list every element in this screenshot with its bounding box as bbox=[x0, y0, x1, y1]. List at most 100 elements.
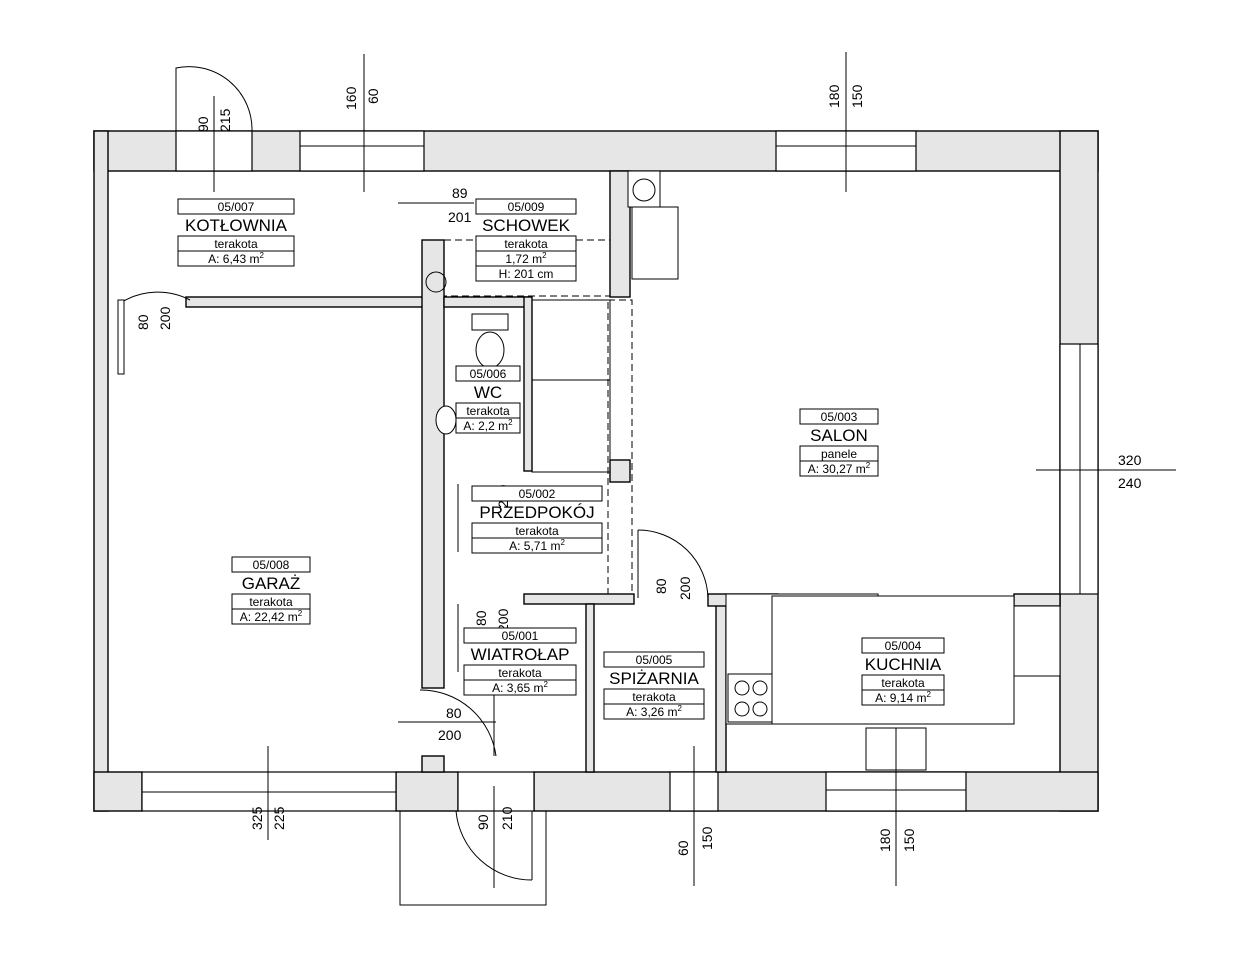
boiler bbox=[631, 206, 679, 280]
room-id-box bbox=[177, 198, 295, 215]
room-area-value: A: 2,2 m bbox=[463, 419, 508, 433]
dim-wiatrolap-door-h: 200 bbox=[495, 608, 511, 632]
interior-walls bbox=[185, 170, 1061, 773]
dim-top-window-2-h: 150 bbox=[849, 84, 865, 108]
room-id: 05/003 bbox=[821, 410, 858, 424]
room-area: A: 5,71 m2 bbox=[509, 538, 565, 553]
room-finish: terakota bbox=[632, 690, 676, 704]
wall-spizarnia-right bbox=[715, 597, 727, 773]
room-id: 05/001 bbox=[502, 629, 539, 643]
room-area: A: 9,14 m2 bbox=[875, 690, 931, 705]
staircase bbox=[531, 299, 611, 473]
dim-entrance-bottom-w: 90 bbox=[475, 814, 491, 830]
bottom-door-swing bbox=[455, 810, 533, 881]
room-id-box bbox=[231, 556, 311, 573]
room-name: SALON bbox=[810, 426, 868, 445]
room-area: A: 6,43 m2 bbox=[208, 251, 264, 266]
dim-wiatrolap-door-w: 80 bbox=[473, 610, 489, 626]
room-area: A: 3,65 m2 bbox=[492, 680, 548, 695]
dim-schowek-door-w: 89 bbox=[452, 185, 468, 201]
room-area-value: A: 30,27 m bbox=[808, 462, 866, 476]
dim-kuchnia-window-h: 150 bbox=[901, 828, 917, 852]
room-name: SPIŻARNIA bbox=[609, 669, 699, 688]
toilet-tank bbox=[471, 313, 509, 331]
top-window-1 bbox=[299, 130, 425, 172]
room-area-value: A: 3,65 m bbox=[492, 681, 543, 695]
room-finish: terakota bbox=[504, 237, 548, 251]
room-area: A: 3,26 m2 bbox=[626, 704, 682, 719]
room-area-sup: 2 bbox=[560, 538, 565, 547]
wall-garage-right bbox=[421, 239, 445, 689]
room-name: WC bbox=[474, 383, 502, 402]
dim-top-window-1-w: 160 bbox=[343, 86, 359, 110]
wall-garage-top bbox=[185, 296, 427, 308]
dim-kotlownia-window-w: 90 bbox=[195, 116, 211, 132]
room-id: 05/005 bbox=[636, 653, 673, 667]
dim-spizarnia-door-h: 200 bbox=[677, 576, 693, 600]
wall-kitchen-top-right bbox=[1013, 593, 1061, 607]
przedpokoj-overhead bbox=[607, 299, 633, 595]
hob bbox=[727, 673, 773, 723]
room-id-box bbox=[861, 637, 945, 654]
dim-kotlownia-door-h: 200 bbox=[157, 306, 173, 330]
room-area-sup: 2 bbox=[298, 609, 303, 618]
dim-garage-gate-h: 225 bbox=[271, 806, 287, 830]
dim-kuchnia-window-w: 180 bbox=[877, 828, 893, 852]
spizarnia-door-swing bbox=[637, 529, 709, 599]
wall-bottom-left bbox=[93, 771, 143, 812]
wall-wiatrolap-top bbox=[523, 593, 635, 605]
wc-sink bbox=[435, 405, 457, 435]
wall-wiatrolap-right bbox=[585, 603, 595, 773]
room-id-box bbox=[603, 651, 705, 668]
stairs-and-fixtures bbox=[399, 170, 1061, 906]
room-area-value: 1,72 m bbox=[505, 252, 542, 266]
room-area-sup: 2 bbox=[542, 251, 547, 260]
room-area-sup: 2 bbox=[259, 251, 264, 260]
room-area: A: 22,42 m2 bbox=[240, 609, 303, 624]
hob-burner-4 bbox=[752, 701, 768, 717]
dim-spizarnia-window-w: 60 bbox=[675, 840, 691, 856]
dim-garage-gate-w: 325 bbox=[249, 806, 265, 830]
kotlownia-door-swing bbox=[121, 291, 191, 374]
room-finish: terakota bbox=[466, 404, 510, 418]
wall-salon-left bbox=[609, 459, 631, 483]
room-name: KUCHNIA bbox=[865, 655, 942, 674]
dim-spizarnia-window-h: 150 bbox=[699, 826, 715, 850]
room-area-value: A: 6,43 m bbox=[208, 252, 259, 266]
room-finish: terakota bbox=[881, 676, 925, 690]
schowek-flue bbox=[425, 271, 447, 293]
dim-top-window-1-h: 60 bbox=[365, 88, 381, 104]
dim-top-window-2-w: 180 bbox=[826, 84, 842, 108]
wall-top bbox=[93, 130, 1099, 172]
room-info-box bbox=[475, 235, 577, 282]
room-id-box bbox=[475, 198, 577, 215]
room-area-value: A: 22,42 m bbox=[240, 610, 298, 624]
kotlownia-door-leaf bbox=[117, 299, 125, 375]
dim-spizarnia-door-w: 80 bbox=[653, 578, 669, 594]
room-finish: terakota bbox=[249, 595, 293, 609]
dim-salon-window-w: 320 bbox=[1118, 452, 1142, 468]
toilet-bowl bbox=[475, 331, 505, 369]
room-id: 05/006 bbox=[470, 367, 507, 381]
wall-left bbox=[93, 130, 109, 812]
dim-schowek-door-h: 201 bbox=[448, 209, 472, 225]
dim-kotlownia-window-h: 215 bbox=[217, 108, 233, 132]
room-id: 05/008 bbox=[253, 558, 290, 572]
room-name: SCHOWEK bbox=[482, 216, 571, 235]
room-name: GARAŻ bbox=[242, 574, 301, 593]
room-area-value: A: 3,26 m bbox=[626, 705, 677, 719]
room-area-value: A: 9,14 m bbox=[875, 691, 926, 705]
room-id: 05/009 bbox=[508, 200, 545, 214]
exterior-walls bbox=[93, 130, 1099, 812]
boiler-chimney-flue bbox=[632, 178, 656, 202]
doors bbox=[117, 66, 709, 881]
room-area-value: A: 5,71 m bbox=[509, 539, 560, 553]
